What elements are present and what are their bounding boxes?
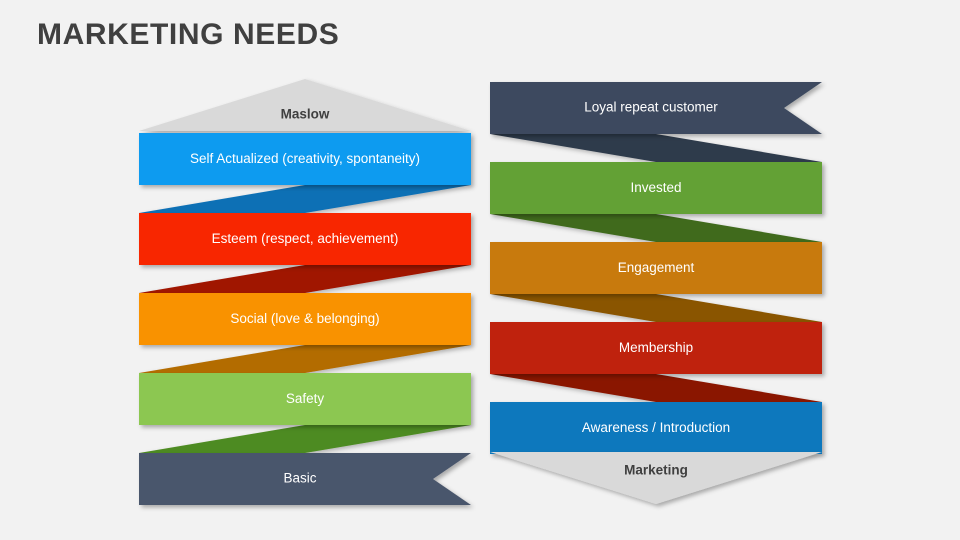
right-fold-2 xyxy=(490,214,822,242)
right-level-4-shape xyxy=(490,322,822,374)
right-level-3-label: Engagement xyxy=(618,260,695,275)
right-level-2[interactable]: Invested xyxy=(490,162,822,214)
right-fold-3 xyxy=(490,294,822,322)
left-fold-1 xyxy=(139,185,471,213)
left-level-2-label: Esteem (respect, achievement) xyxy=(212,231,399,246)
right-level-3[interactable]: Engagement xyxy=(490,242,822,294)
right-level-1[interactable]: Loyal repeat customer xyxy=(490,82,822,134)
page-title: MARKETING NEEDS xyxy=(37,18,340,51)
right-cap-label: Marketing xyxy=(624,463,688,478)
left-fold-3 xyxy=(139,345,471,373)
left-level-5[interactable]: Basic xyxy=(139,453,471,505)
right-level-1-shape xyxy=(490,82,822,134)
right-level-5-label: Awareness / Introduction xyxy=(582,420,730,435)
left-level-4-shape xyxy=(139,373,471,425)
left-level-5-shape xyxy=(139,453,471,505)
right-pyramid-cap[interactable]: Marketing xyxy=(490,452,822,504)
left-cap-label: Maslow xyxy=(281,107,330,122)
left-level-2-shape xyxy=(139,213,471,265)
right-level-3-shape xyxy=(490,242,822,294)
left-level-3-shape xyxy=(139,293,471,345)
right-level-4-label: Membership xyxy=(619,340,693,355)
left-level-3-label: Social (love & belonging) xyxy=(230,311,379,326)
right-fold-4 xyxy=(490,374,822,402)
left-level-1-label: Self Actualized (creativity, spontaneity… xyxy=(190,151,420,166)
left-level-4[interactable]: Safety xyxy=(139,373,471,425)
right-level-4[interactable]: Membership xyxy=(490,322,822,374)
right-pyramid-group: Loyal repeat customer Invested Engagemen… xyxy=(490,82,822,504)
left-level-4-label: Safety xyxy=(286,391,325,406)
right-fold-1 xyxy=(490,134,822,162)
right-cap-shape xyxy=(490,452,822,504)
left-level-1-shape xyxy=(139,133,471,185)
right-level-1-label: Loyal repeat customer xyxy=(584,100,718,115)
left-level-2[interactable]: Esteem (respect, achievement) xyxy=(139,213,471,265)
left-level-1[interactable]: Self Actualized (creativity, spontaneity… xyxy=(139,133,471,185)
left-pyramid-cap[interactable]: Maslow xyxy=(139,79,471,131)
left-cap-shape xyxy=(139,79,471,131)
left-fold-4 xyxy=(139,425,471,453)
left-pyramid-group: Maslow Self Actualized (creativity, spon… xyxy=(139,79,471,505)
right-level-5[interactable]: Awareness / Introduction xyxy=(490,402,822,454)
left-level-3[interactable]: Social (love & belonging) xyxy=(139,293,471,345)
left-level-5-label: Basic xyxy=(283,471,316,486)
right-level-2-shape xyxy=(490,162,822,214)
right-level-2-label: Invested xyxy=(630,180,681,195)
right-level-5-shape xyxy=(490,402,822,454)
left-fold-2 xyxy=(139,265,471,293)
